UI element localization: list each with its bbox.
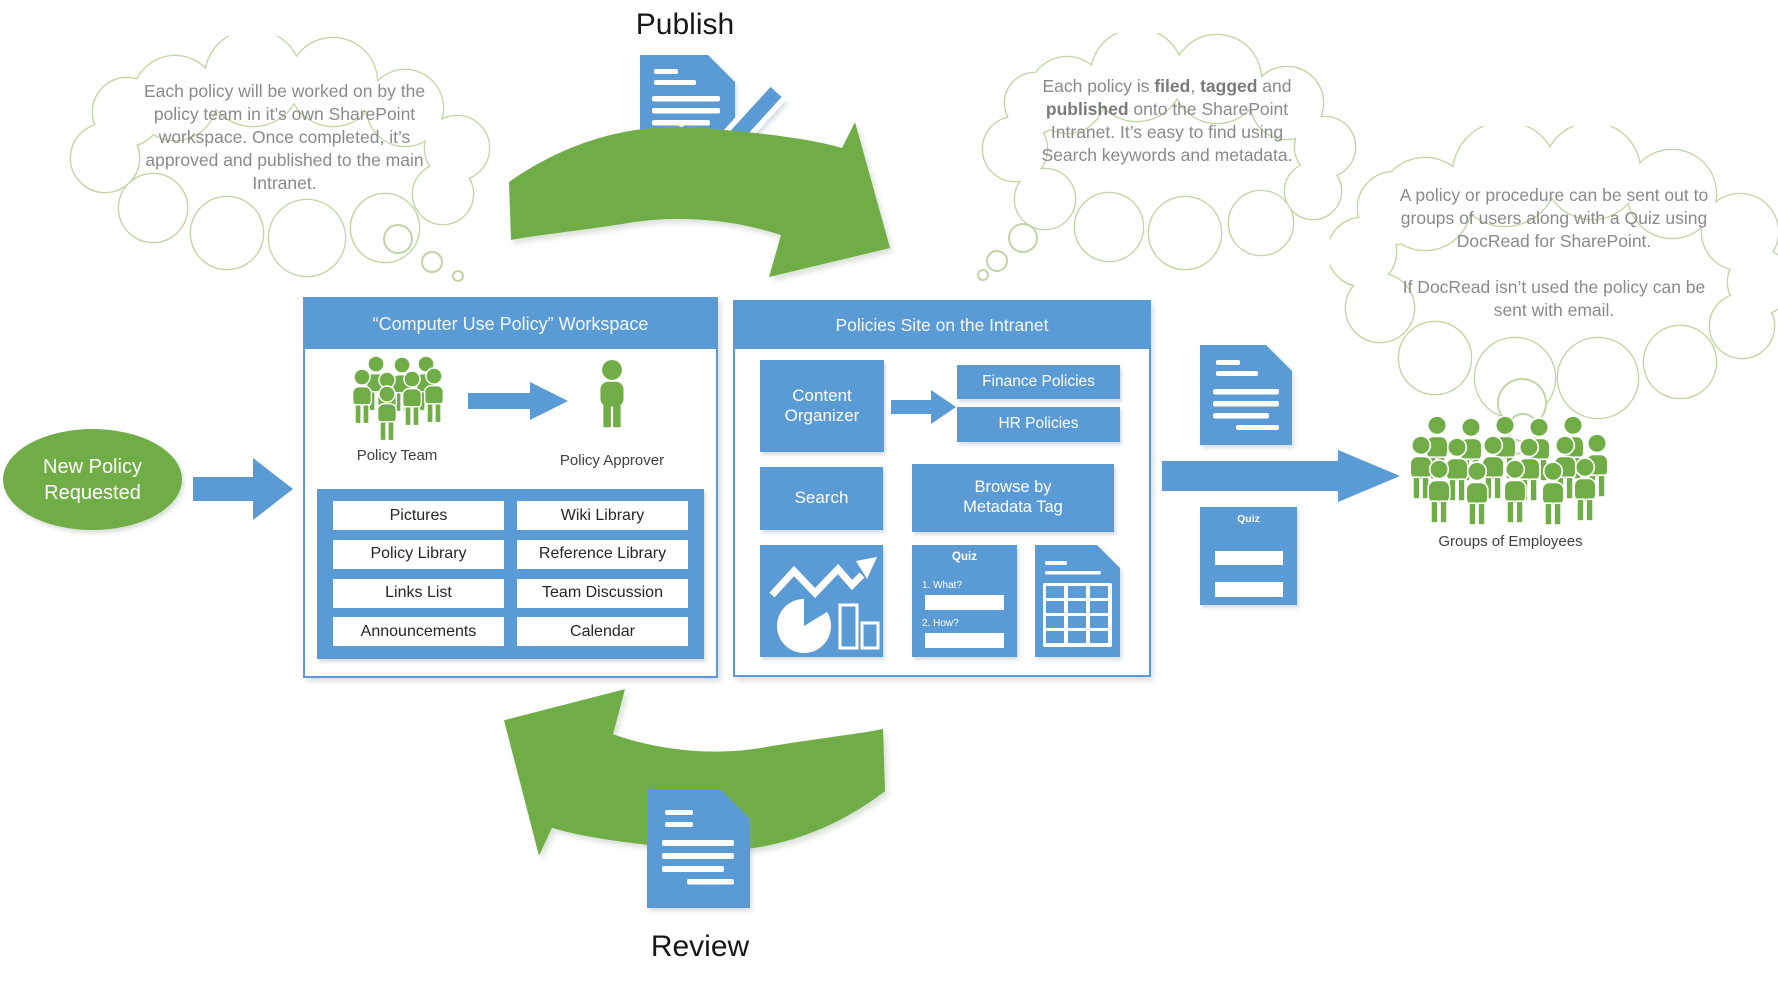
thought-cloud-docread: A policy or procedure can be sent out to… xyxy=(1330,126,1778,466)
policy-document-icon xyxy=(1200,345,1292,445)
delivery-quiz-card: Quiz xyxy=(1200,507,1297,605)
thought-bubble-trail xyxy=(977,223,1038,281)
team-to-approver-arrow-icon xyxy=(468,382,568,420)
note-segment: Each policy is xyxy=(1042,76,1155,96)
quiz-answer-field xyxy=(1215,582,1283,597)
thought-cloud-intranet: Each policy is filed, tagged and publish… xyxy=(975,33,1360,288)
search-box: Search xyxy=(760,467,883,530)
workspace-list-item: Pictures xyxy=(333,501,504,530)
content-organizer-box: Content Organizer xyxy=(760,360,884,452)
note-segment: onto the SharePoint Intranet. It’s easy … xyxy=(1041,99,1293,165)
workspace-list-item: Calendar xyxy=(517,617,688,647)
quiz-tile: Quiz 1. What? 2. How? xyxy=(912,545,1017,657)
docread-note-paragraph-1: A policy or procedure can be sent out to… xyxy=(1399,185,1709,251)
workspace-list-item: Announcements xyxy=(333,617,504,647)
quiz-question-1: 1. What? xyxy=(922,580,963,591)
quiz-answer-field-1 xyxy=(925,595,1004,610)
start-arrow-icon xyxy=(193,458,293,520)
docread-note-paragraph-2: If DocRead isn’t used the policy can be … xyxy=(1402,277,1706,320)
quiz-tile-title: Quiz xyxy=(952,551,977,563)
note-bold: tagged xyxy=(1200,76,1258,96)
policy-team-label: Policy Team xyxy=(356,447,438,464)
cloud-outline-icon xyxy=(69,36,491,282)
content-organizer-label: Content Organizer xyxy=(784,385,860,425)
organizer-routing-arrow-icon xyxy=(891,390,956,424)
quiz-answer-field-2 xyxy=(925,633,1004,648)
workspace-note-text: Each policy will be worked on by the pol… xyxy=(143,81,426,193)
note-bold: filed xyxy=(1154,76,1191,96)
note-bold: published xyxy=(1045,99,1129,119)
report-table-icon xyxy=(1035,545,1120,657)
delivery-quiz-title: Quiz xyxy=(1237,513,1260,525)
workspace-list-item: Team Discussion xyxy=(517,578,688,608)
quiz-question-2: 2. How? xyxy=(922,618,959,629)
new-policy-label: New Policy Requested xyxy=(43,455,142,504)
note-segment: , xyxy=(1190,76,1201,96)
thought-cloud-workspace: Each policy will be worked on by the pol… xyxy=(55,36,510,291)
publish-label: Publish xyxy=(635,8,735,41)
delivery-arrow-icon xyxy=(1162,450,1400,502)
note-segment: and xyxy=(1257,76,1292,96)
policy-approver-label: Policy Approver xyxy=(559,452,665,469)
analytics-tile xyxy=(760,545,883,657)
new-policy-ellipse: New Policy Requested xyxy=(3,429,182,530)
workspace-lists-panel: Pictures Wiki Library Policy Library Ref… xyxy=(317,489,704,659)
hr-policies-box: HR Policies xyxy=(957,407,1120,442)
finance-policies-box: Finance Policies xyxy=(957,365,1120,399)
publish-cycle-arrow-icon xyxy=(509,122,890,277)
review-document-icon xyxy=(647,790,750,908)
workspace-list-item: Wiki Library xyxy=(517,501,688,530)
intranet-note-text: Each policy is filed, tagged and publish… xyxy=(1027,75,1307,167)
workspace-list-item: Links List xyxy=(333,578,504,608)
workspace-panel: “Computer Use Policy” Workspace Policy T… xyxy=(303,297,718,678)
browse-metadata-box: Browse by Metadata Tag xyxy=(912,464,1114,532)
browse-metadata-label: Browse by Metadata Tag xyxy=(963,478,1063,516)
docread-note-text: A policy or procedure can be sent out to… xyxy=(1386,184,1722,322)
review-cycle-arrow-icon xyxy=(504,689,885,856)
employees-crowd-icon xyxy=(1409,416,1609,526)
policy-approver-icon xyxy=(600,360,624,428)
thought-bubble-trail xyxy=(383,224,464,282)
policies-title: Policies Site on the Intranet xyxy=(735,302,1149,349)
employees-label: Groups of Employees xyxy=(1438,533,1583,550)
quiz-answer-field xyxy=(1215,551,1283,565)
policies-panel: Policies Site on the Intranet Content Or… xyxy=(733,300,1151,677)
review-label: Review xyxy=(650,930,750,963)
workspace-list-item: Policy Library xyxy=(333,539,504,569)
analytics-charts-icon xyxy=(769,557,880,653)
cloud-outline-icon xyxy=(977,33,1357,281)
workspace-list-item: Reference Library xyxy=(517,539,688,569)
workspace-title: “Computer Use Policy” Workspace xyxy=(305,299,716,349)
policy-team-icon xyxy=(351,356,445,442)
